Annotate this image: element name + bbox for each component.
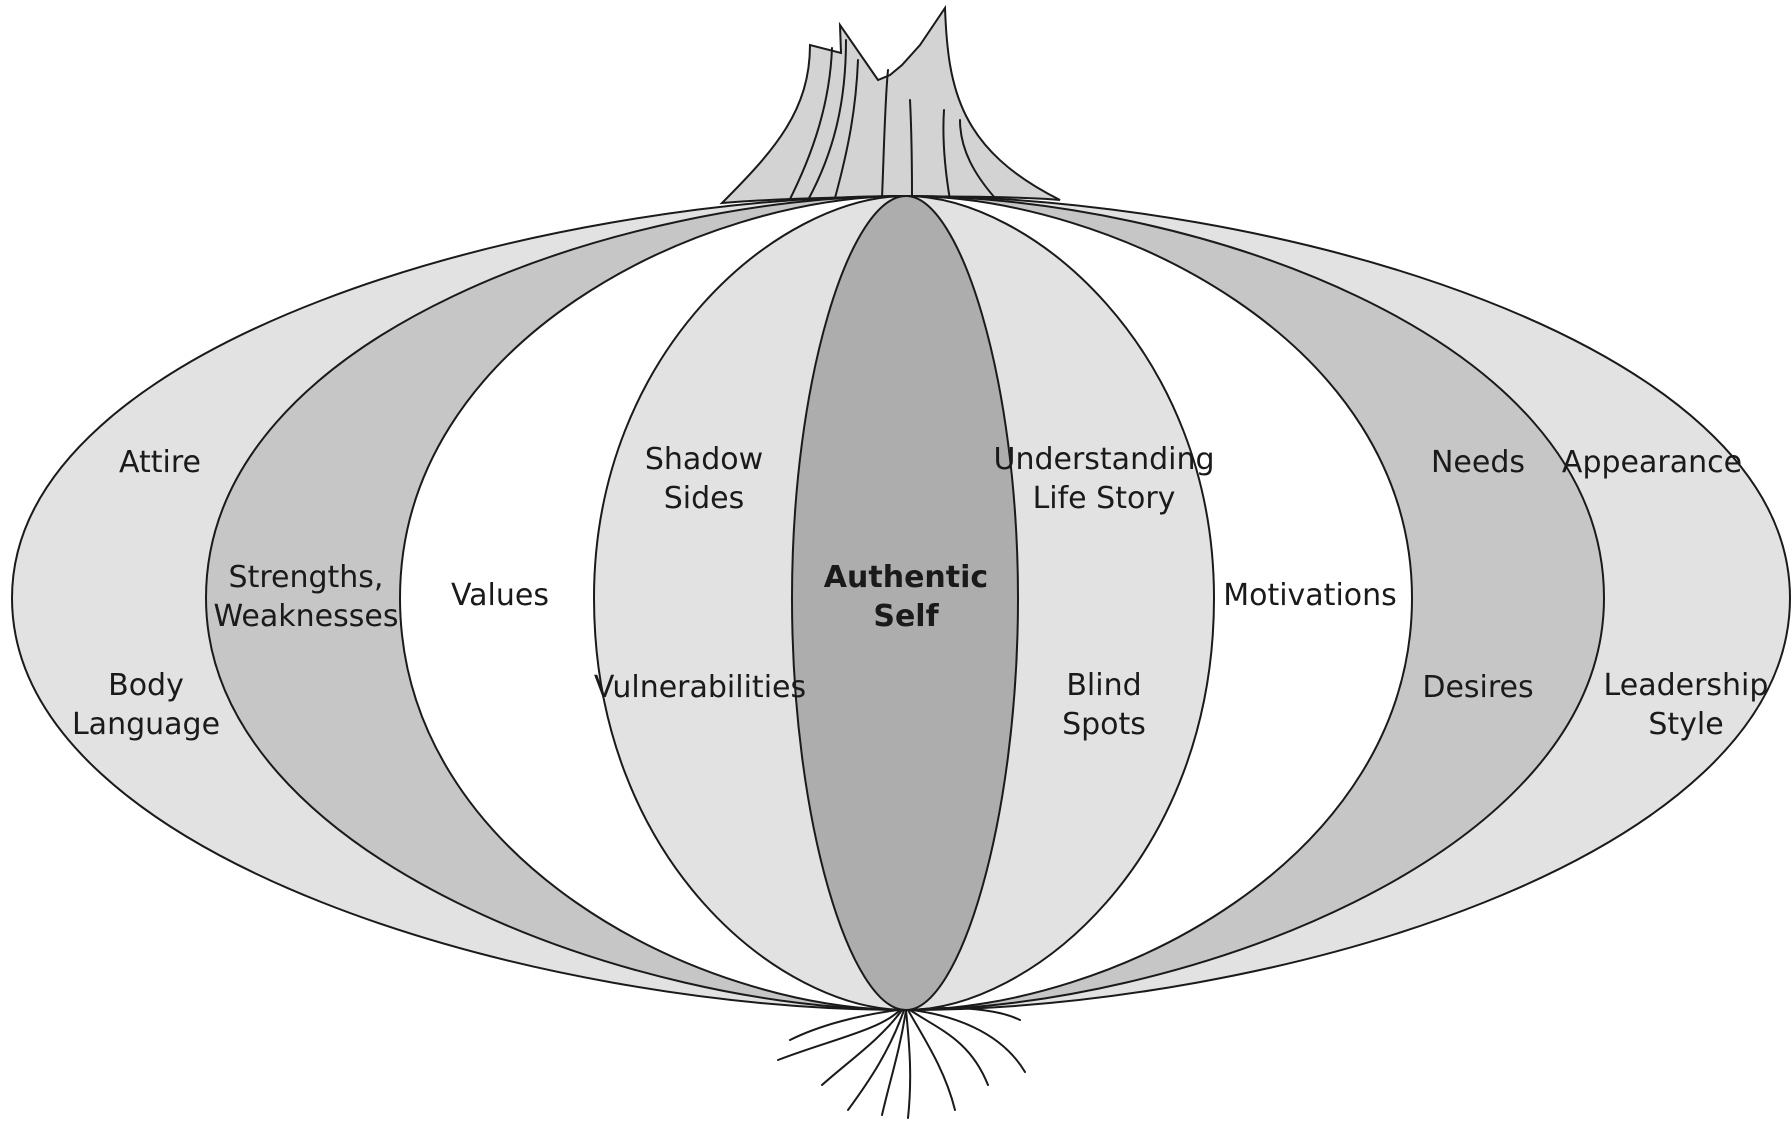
- root-10: [790, 1010, 898, 1040]
- label-vulnerabilities: Vulnerabilities: [594, 670, 806, 705]
- label-strengths-2: Weaknesses: [214, 599, 399, 634]
- label-understanding-1: Understanding: [993, 442, 1214, 477]
- root-1: [778, 1010, 900, 1060]
- root-4: [882, 1010, 906, 1115]
- label-blind-1: Blind: [1066, 668, 1141, 703]
- label-leadership-1: Leadership: [1604, 668, 1769, 703]
- root-6: [908, 1010, 955, 1110]
- label-desires: Desires: [1422, 670, 1533, 705]
- label-values: Values: [451, 578, 549, 613]
- root-5: [906, 1010, 910, 1118]
- label-motivations: Motivations: [1223, 578, 1397, 613]
- label-shadow-2: Sides: [664, 481, 745, 516]
- label-needs: Needs: [1431, 445, 1525, 480]
- label-blind-2: Spots: [1062, 707, 1146, 742]
- root-2: [822, 1010, 902, 1085]
- label-core-2: Self: [873, 599, 939, 634]
- label-strengths-1: Strengths,: [229, 560, 384, 595]
- label-leadership-2: Style: [1648, 707, 1723, 742]
- root-8: [912, 1010, 1025, 1072]
- label-body-language-2: Language: [72, 707, 220, 742]
- stem-shape: [722, 8, 1060, 203]
- label-appearance: Appearance: [1562, 445, 1742, 480]
- onion-roots: [778, 1008, 1025, 1118]
- label-shadow-1: Shadow: [645, 442, 763, 477]
- label-core-1: Authentic: [824, 560, 988, 595]
- root-7: [910, 1010, 988, 1085]
- label-understanding-2: Life Story: [1033, 481, 1176, 516]
- onion-stem: [722, 8, 1060, 203]
- label-attire: Attire: [119, 445, 201, 480]
- label-body-language-1: Body: [108, 668, 184, 703]
